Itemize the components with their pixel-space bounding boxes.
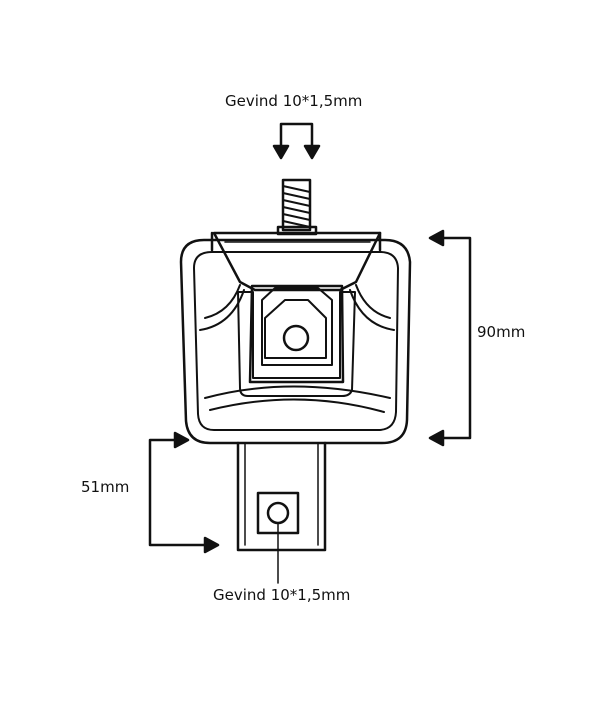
thread-label-bottom: Gevind 10*1,5mm	[213, 586, 351, 604]
thread-arrows	[272, 122, 321, 160]
lower-dimension-label: 51mm	[81, 478, 130, 496]
rubber-body	[199, 284, 395, 413]
inner-core	[237, 284, 356, 397]
dimension-51mm	[148, 431, 220, 554]
dimension-90mm	[428, 229, 472, 447]
height-dimension-label: 90mm	[477, 323, 526, 341]
lower-tab	[236, 441, 327, 584]
bracket-frame	[179, 231, 412, 445]
thread-label-top: Gevind 10*1,5mm	[225, 92, 363, 110]
threaded-stud	[276, 178, 318, 236]
top-cup	[212, 231, 382, 292]
